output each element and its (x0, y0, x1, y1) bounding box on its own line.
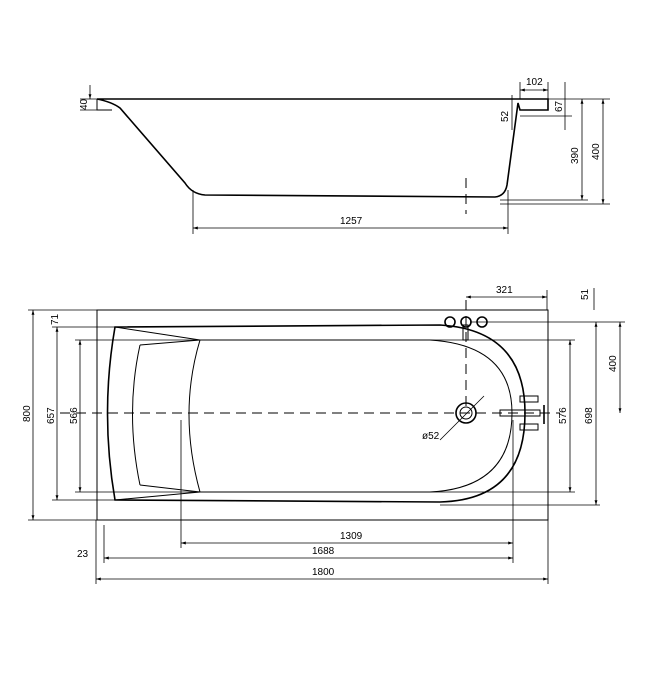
dim-basin-width-right: 576 (558, 407, 569, 424)
dim-basin-width: 566 (69, 407, 80, 424)
dim-edge-offset: 71 (50, 313, 61, 325)
drain-icon (455, 402, 477, 424)
dim-rim-depth: 67 (554, 100, 565, 112)
plan-view: ø52 800 657 566 71 321 51 400 698 57 (22, 285, 625, 584)
dim-rim-right-width: 102 (526, 77, 543, 88)
dim-total-height: 400 (591, 143, 602, 160)
dim-overall-width: 800 (22, 405, 33, 422)
dim-tap-offset: 321 (496, 285, 513, 296)
dim-end-offset: 23 (77, 549, 89, 560)
dim-overall-length: 1800 (312, 567, 335, 578)
basin-outline (188, 339, 513, 493)
tub-side-profile (96, 98, 549, 198)
dim-inner-length: 1688 (312, 546, 335, 557)
dim-inner-width: 657 (46, 407, 57, 424)
dim-drain-diameter: ø52 (422, 431, 440, 442)
dim-inner-depth: 390 (570, 147, 581, 164)
dim-rim-offset: 52 (500, 110, 511, 122)
dim-center-to-tap: 400 (608, 355, 619, 372)
dim-bottom-length: 1257 (340, 216, 363, 227)
tub-outline (96, 309, 549, 521)
dim-bowl-width: 698 (584, 407, 595, 424)
overflow-icon (499, 395, 545, 431)
side-view: 40 102 67 52 390 400 1257 (79, 77, 610, 234)
dim-rim-left: 40 (79, 98, 90, 110)
tub-rim-inner (106, 324, 526, 503)
dim-basin-length: 1309 (340, 531, 363, 542)
dim-tap-edge: 51 (580, 288, 591, 300)
